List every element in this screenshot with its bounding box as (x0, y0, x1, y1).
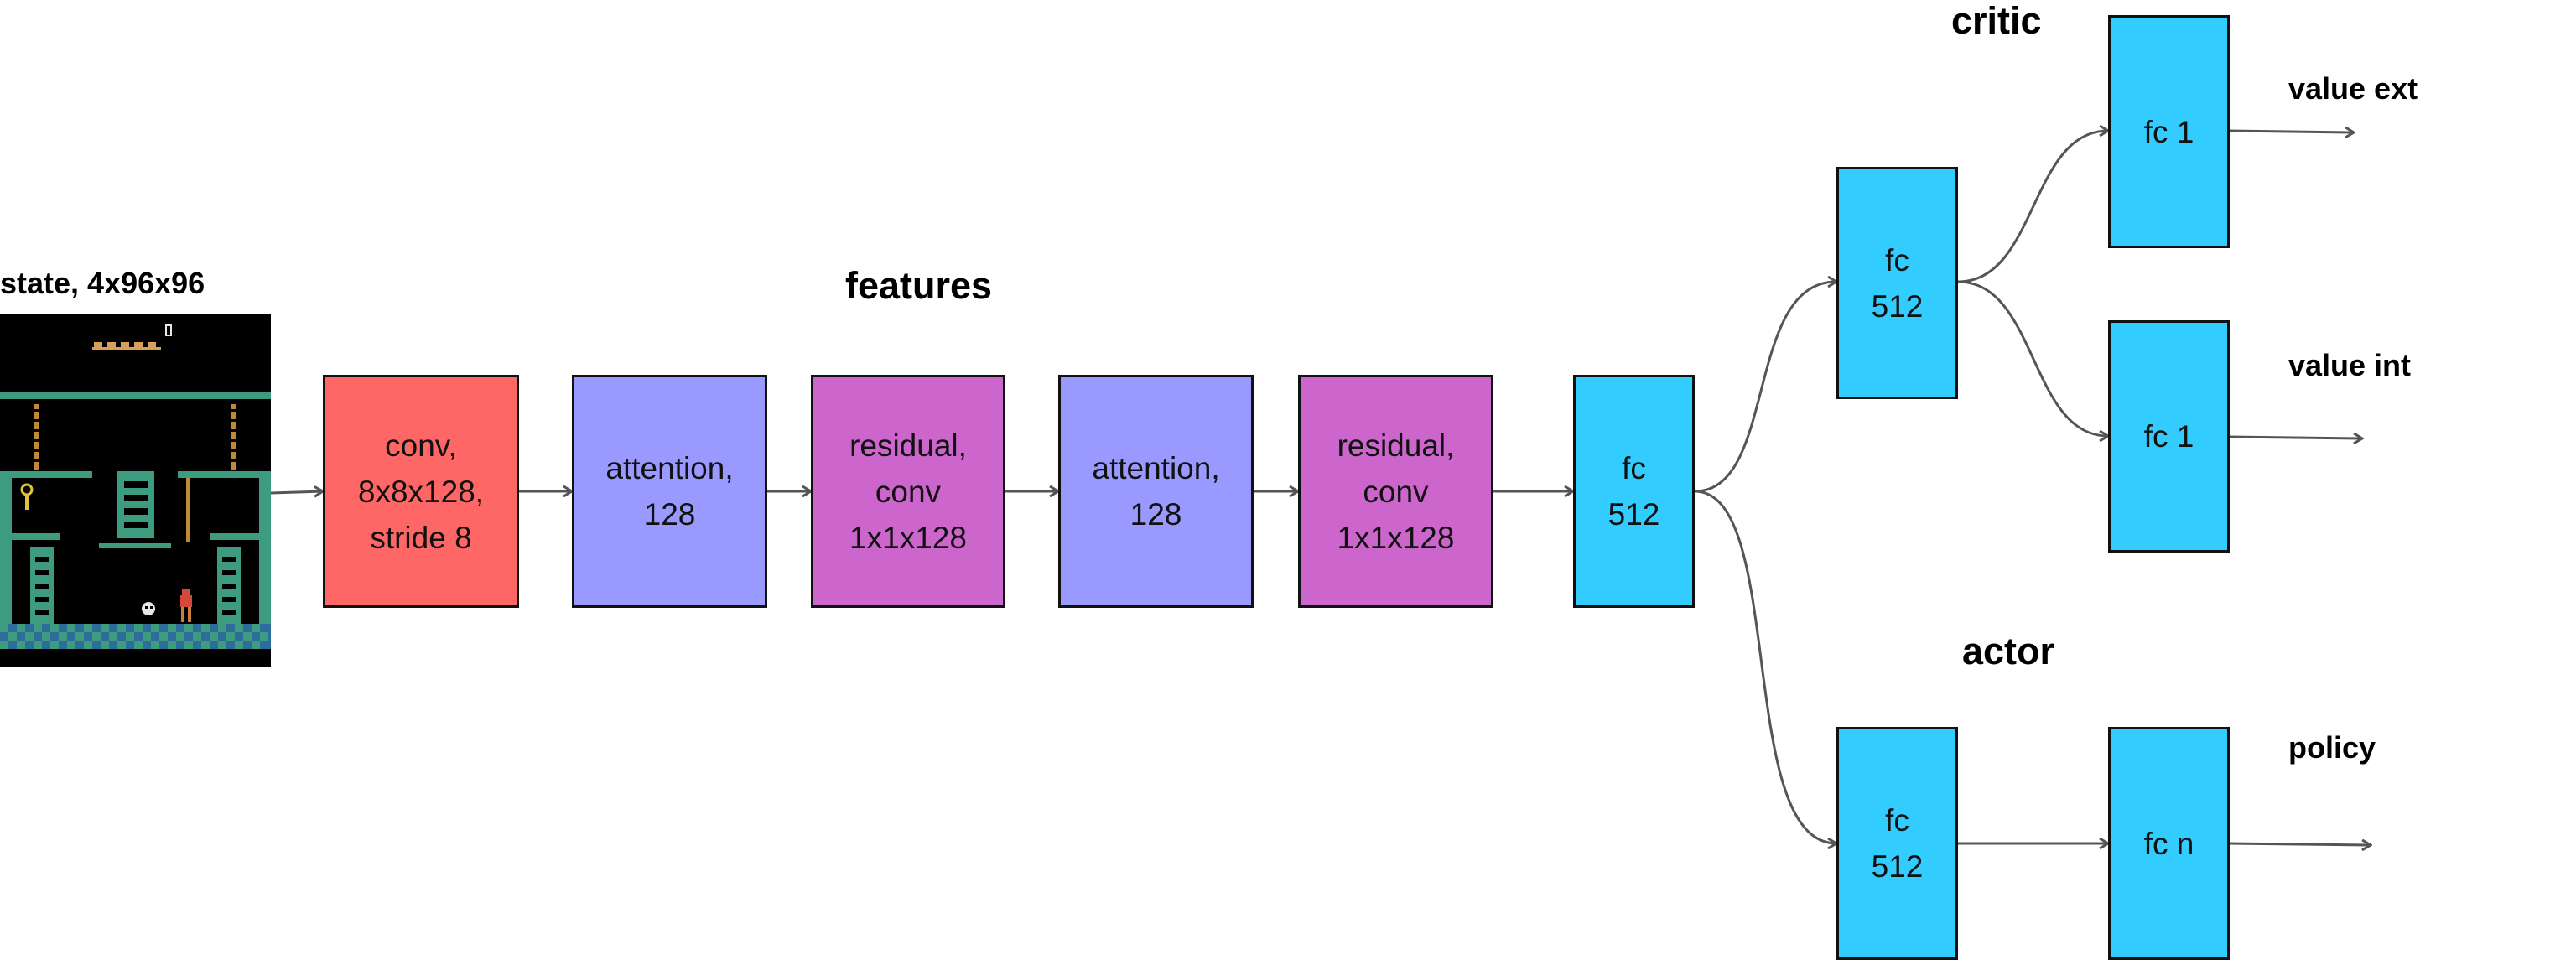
critic-head-ext-label: fc 1 (2143, 114, 2194, 149)
conv-block: conv, 8x8x128, stride 8 (323, 375, 519, 608)
critic-head-int-label: fc 1 (2143, 419, 2194, 454)
attention-block-2: attention, 128 (1058, 375, 1254, 608)
arrow-fc-to-critic-fc (1694, 282, 1836, 493)
arrow-value-int-output (2229, 437, 2362, 438)
policy-label: policy (2288, 730, 2376, 765)
critic-title: critic (1951, 0, 2042, 42)
actor-head-block: fc n (2108, 727, 2230, 960)
arrow-critic-fc-to-head-ext (1957, 131, 2108, 283)
critic-head-ext-block: fc 1 (2108, 15, 2230, 248)
residual-block-1-label: residual, conv 1x1x128 (849, 428, 967, 555)
actor-head-block-label: fc n (2143, 826, 2194, 861)
critic-fc-block-label: fc 512 (1871, 242, 1924, 324)
residual-block-2: residual, conv 1x1x128 (1298, 375, 1493, 608)
critic-fc-block: fc 512 (1836, 167, 1958, 399)
arrow-fc-to-actor-fc (1694, 490, 1836, 843)
arrow-policy-output (2229, 843, 2371, 845)
value-int-label: value int (2288, 348, 2412, 382)
features-title: features (845, 264, 993, 307)
residual-block-1: residual, conv 1x1x128 (811, 375, 1005, 608)
fc-shared-block-label: fc 512 (1607, 451, 1660, 532)
actor-fc-block: fc 512 (1836, 727, 1958, 960)
value-ext-label: value ext (2288, 71, 2418, 106)
actor-fc-block-label: fc 512 (1871, 803, 1924, 884)
arrow-state-to-conv (270, 491, 323, 493)
state-title: state, 4x96x96 (0, 266, 205, 300)
conv-block-label: conv, 8x8x128, stride 8 (357, 428, 485, 555)
arrow-value-ext-output (2229, 131, 2354, 132)
residual-block-2-label: residual, conv 1x1x128 (1337, 428, 1455, 555)
attention-block-1-label: attention, 128 (605, 451, 734, 532)
attention-block-1: attention, 128 (572, 375, 767, 608)
state-frame-image (0, 314, 271, 667)
fc-shared-block: fc 512 (1573, 375, 1695, 608)
critic-head-int-block: fc 1 (2108, 320, 2230, 553)
actor-title: actor (1962, 630, 2055, 672)
arrow-critic-fc-to-head-int (1957, 280, 2108, 436)
attention-block-2-label: attention, 128 (1092, 451, 1220, 532)
